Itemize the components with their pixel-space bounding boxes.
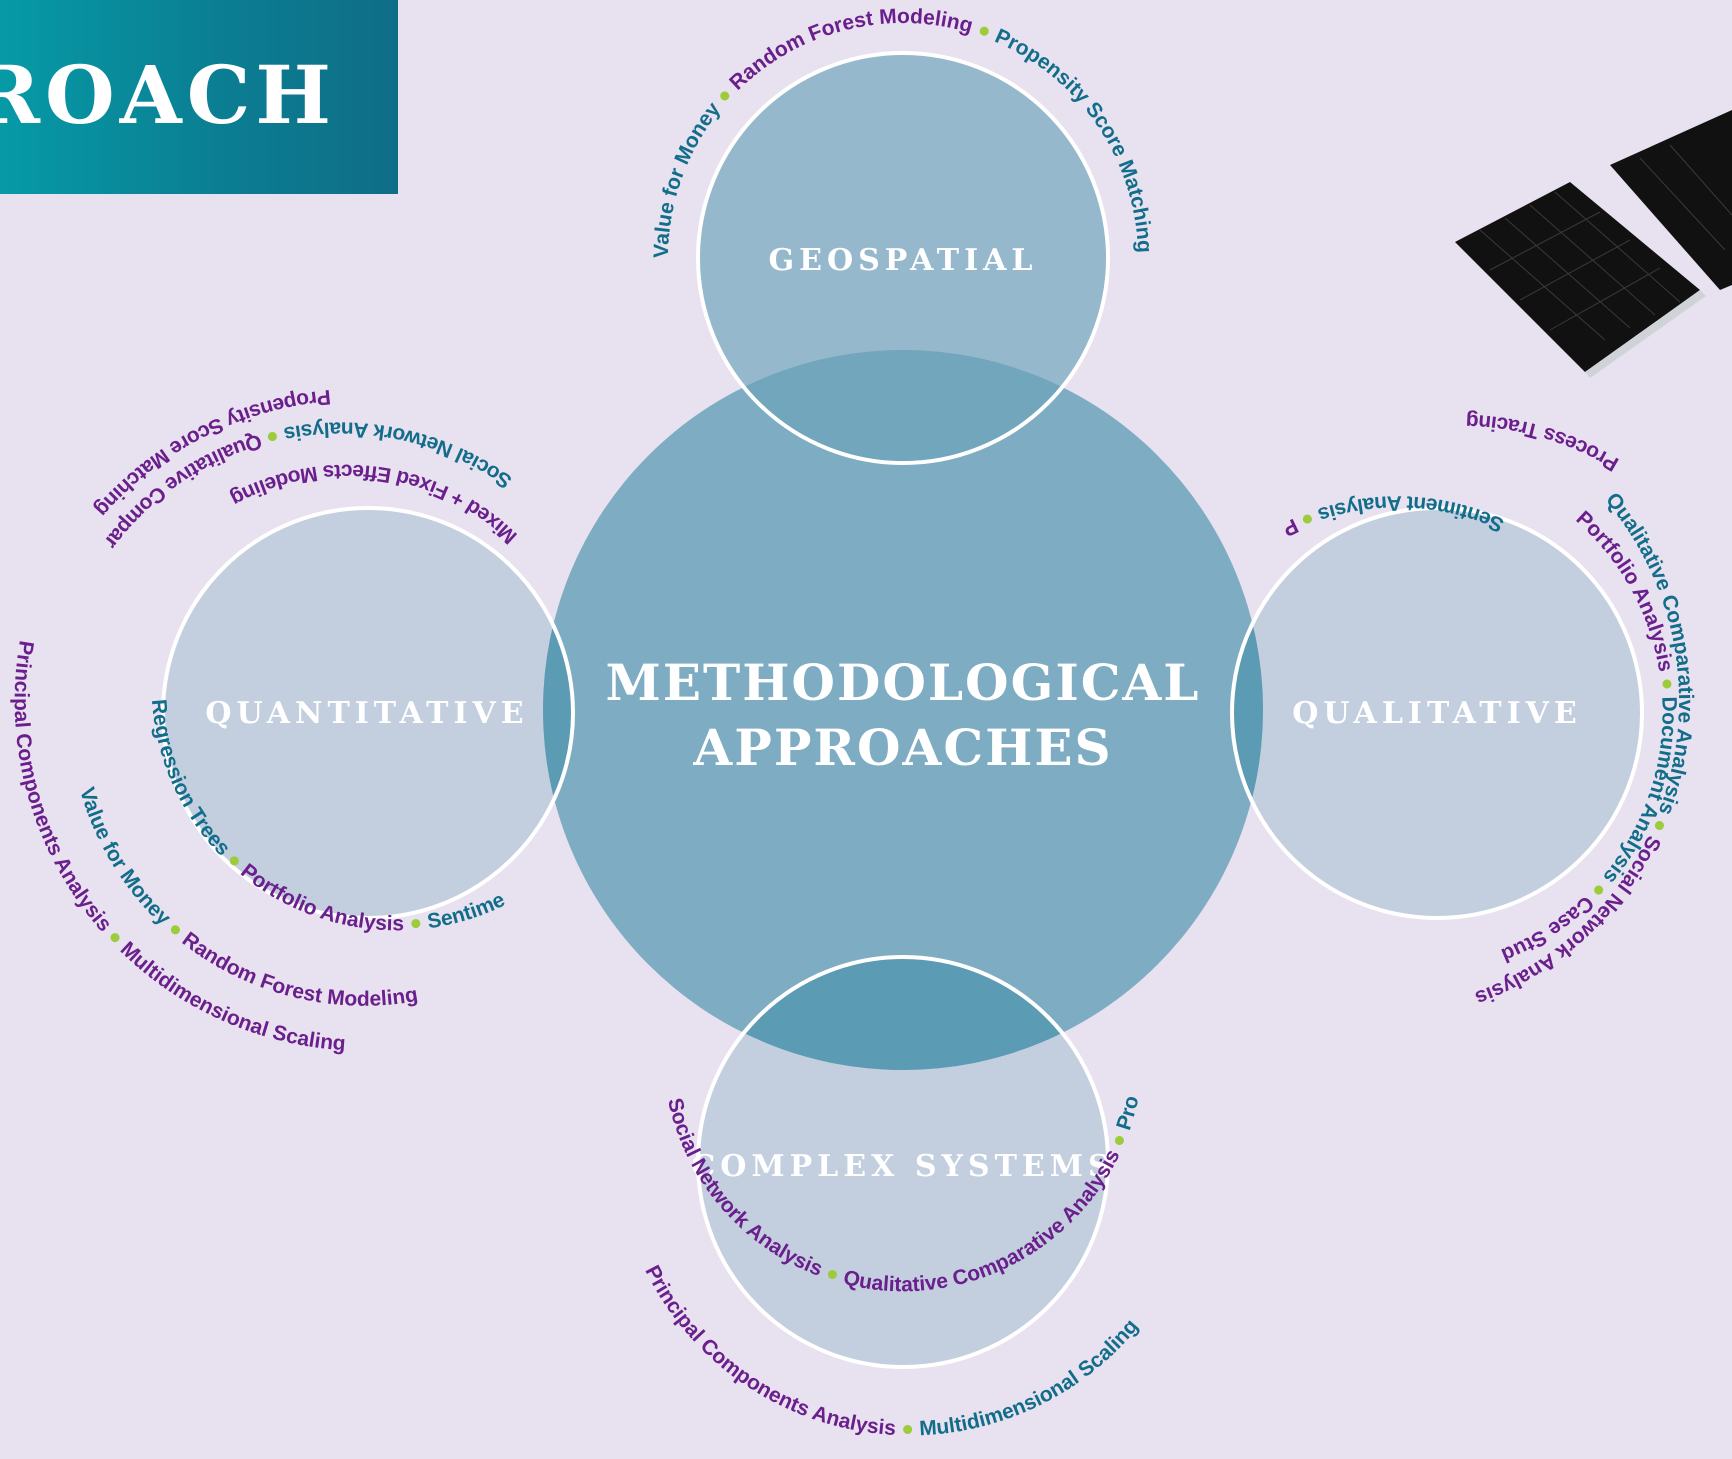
qualitative-circle [1230,506,1644,920]
header-title: PROACH [0,48,336,142]
center-heading-line2: APPROACHES [692,718,1112,777]
bullet-icon: ● [403,910,429,935]
method-label: Process Tracing [1465,409,1622,475]
solar-panel-icon [1455,110,1732,378]
qualitative-outer-top: Process Tracing [1465,409,1622,475]
main-circle [543,350,1263,1070]
header-banner: PROACH [0,0,398,194]
bullet-icon: ● [895,1417,920,1440]
bullet-icon: ● [1655,670,1681,697]
complex-systems-heading: COMPLEX SYSTEMS [691,1149,1114,1184]
center-heading-line1: METHODOLOGICAL [606,653,1201,712]
quantitative-middle-top: Social Network Analysis ● Qualitative Co… [0,0,516,553]
quantitative-circle [161,506,575,920]
complex-circle [696,955,1110,1369]
geospatial-heading: GEOSPATIAL [768,243,1037,278]
qualitative-heading: QUALITATIVE [1292,696,1582,731]
method-label: Principal Components Analysis [10,639,117,936]
quantitative-heading: QUANTITATIVE [205,696,528,731]
